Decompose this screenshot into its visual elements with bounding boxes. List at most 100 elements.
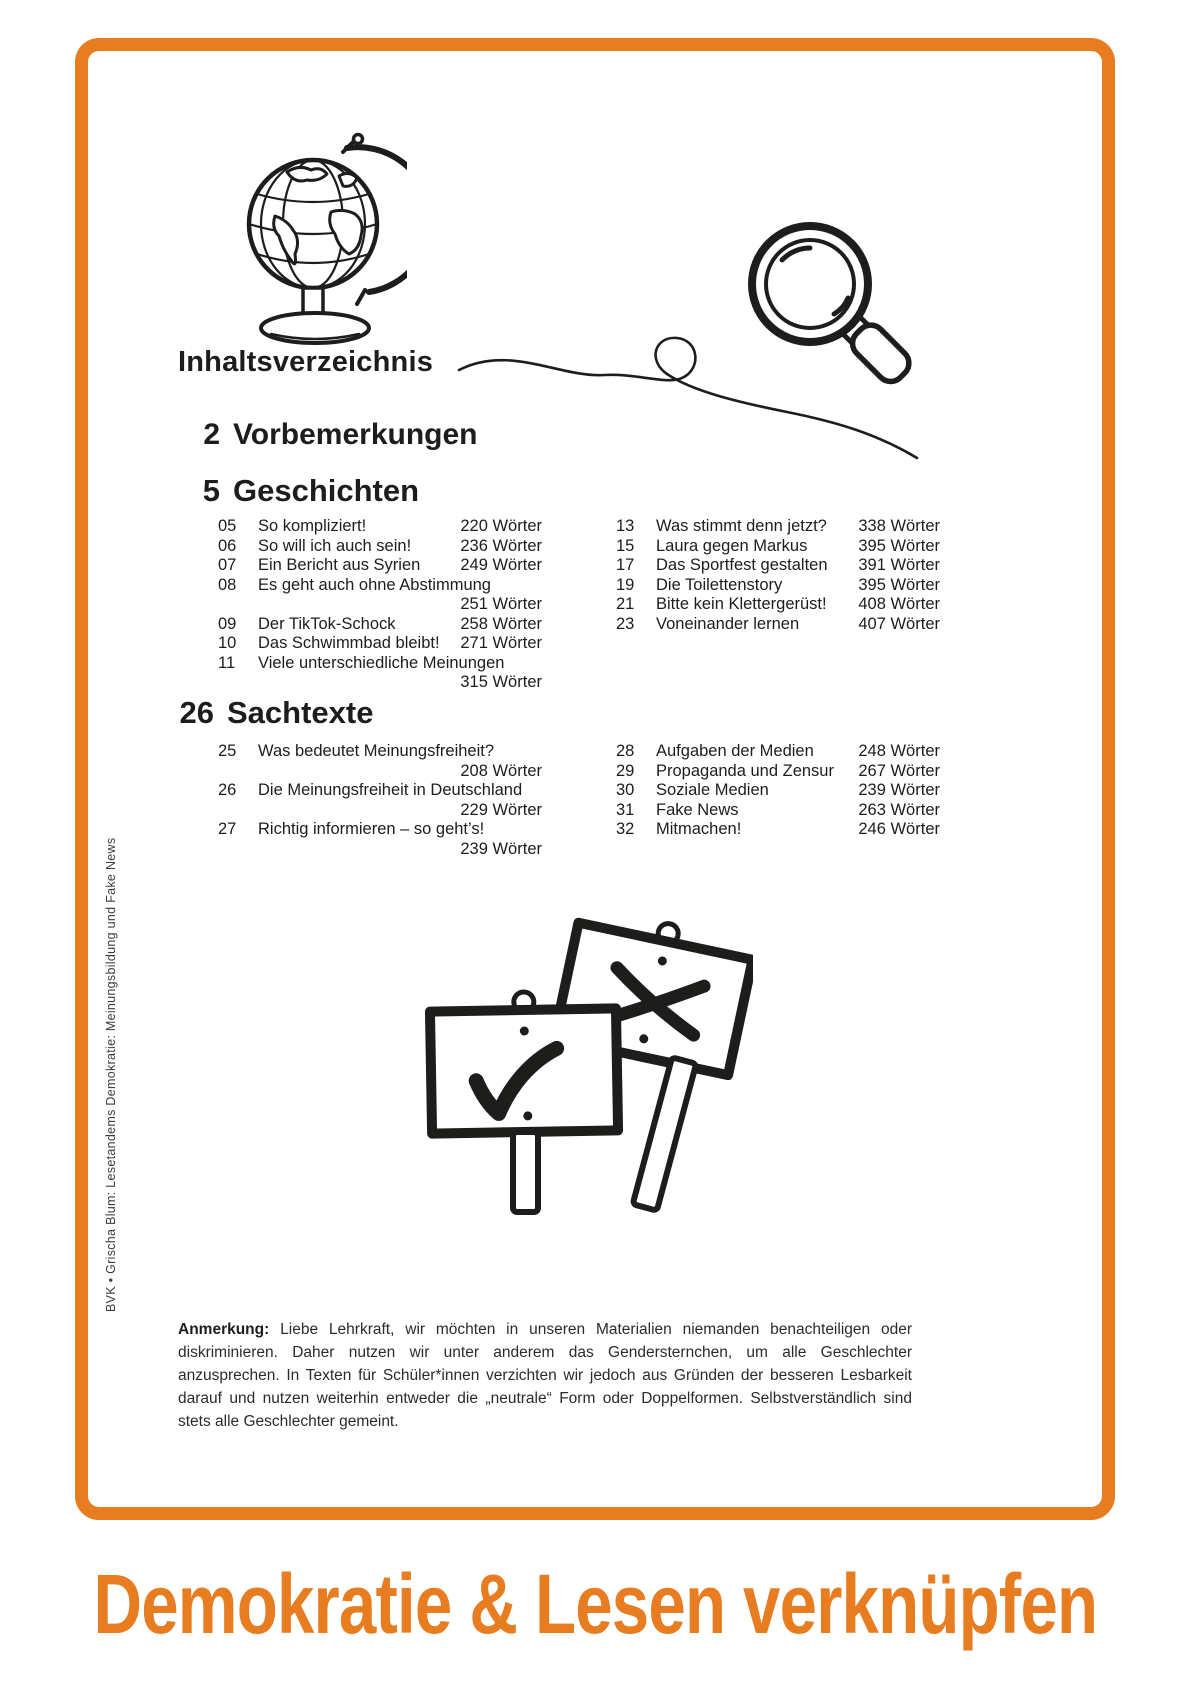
toc-entry: 19 Die Toilettenstory 395 Wörter [616, 576, 940, 596]
entry-number: 05 [218, 517, 237, 535]
entry-title: Es geht auch ohne Abstimmung [258, 575, 491, 594]
entry-wordcount: 271 Wörter [460, 634, 542, 652]
entry-title: Was bedeutet Meinungsfreiheit? [258, 742, 495, 760]
entry-number: 25 [218, 742, 237, 760]
toc-entry: 28 Aufgaben der Medien 248 Wörter [616, 742, 940, 762]
note-paragraph: Anmerkung: Liebe Lehrkraft, wir möchten … [178, 1318, 912, 1433]
toc-entry: 05 So kompliziert! 220 Wörter [218, 517, 542, 537]
entry-title: So will ich auch sein! [258, 536, 412, 555]
page-title: Inhaltsverzeichnis [178, 346, 434, 378]
entry-title: So kompliziert! [258, 517, 367, 535]
geschichten-left-column: 05 So kompliziert! 220 Wörter 06 So will… [218, 517, 542, 693]
toc-entry: 07 Ein Bericht aus Syrien 249 Wörter [218, 556, 542, 576]
entry-title: Soziale Medien [656, 781, 769, 799]
section-vorbemerkungen: 2 Vorbemerkungen [178, 418, 478, 452]
toc-entry: 11 Viele unterschiedliche Meinungen 315 … [218, 654, 542, 693]
entry-wordcount: 395 Wörter [858, 536, 940, 555]
sachtexte-list: 25 Was bedeutet Meinungsfreiheit? 208 Wö… [218, 742, 940, 859]
entry-wordcount: 338 Wörter [858, 517, 940, 535]
sachtexte-right-column: 28 Aufgaben der Medien 248 Wörter 29 Pro… [616, 742, 940, 859]
entry-wordcount: 236 Wörter [460, 536, 542, 555]
toc-entry: 17 Das Sportfest gestalten 391 Wörter [616, 556, 940, 576]
entry-wordcount: 246 Wörter [858, 820, 940, 838]
entry-number: 19 [616, 575, 635, 594]
entry-title: Viele unterschiedliche Meinungen [258, 653, 505, 672]
entry-title: Aufgaben der Medien [656, 742, 814, 760]
magnifying-glass-icon [748, 222, 912, 385]
entry-number: 09 [218, 614, 237, 633]
note-text: Liebe Lehrkraft, wir möchten in unseren … [178, 1321, 912, 1430]
toc-entry: 23 Voneinander lernen 407 Wörter [616, 615, 940, 635]
note-label: Anmerkung: [178, 1321, 270, 1338]
entry-number: 15 [616, 536, 635, 555]
toc-entry: 21 Bitte kein Klettergerüst! 408 Wörter [616, 595, 940, 615]
section-geschichten: 5 Geschichten [178, 473, 419, 509]
entry-title: Laura gegen Markus [656, 536, 808, 555]
toc-entry: 25 Was bedeutet Meinungsfreiheit? 208 Wö… [218, 742, 542, 781]
section-title: Geschichten [233, 473, 420, 508]
entry-number: 28 [616, 742, 635, 760]
toc-entry: 27 Richtig informieren – so geht’s! 239 … [218, 820, 542, 859]
toc-entry: 10 Das Schwimmbad bleibt! 271 Wörter [218, 634, 542, 654]
entry-title: Das Sportfest gestalten [656, 556, 828, 574]
geschichten-right-column: 13 Was stimmt denn jetzt? 338 Wörter 15 … [616, 517, 940, 693]
globe-icon [246, 132, 407, 345]
toc-entry: 32 Mitmachen! 246 Wörter [616, 820, 940, 840]
section-title: Sachtexte [227, 695, 374, 730]
side-credit-label: BVK • Grischa Blum: Lesetandems Demokrat… [104, 837, 118, 1312]
entry-wordcount: 408 Wörter [858, 595, 940, 613]
section-page-number: 2 [203, 418, 220, 451]
entry-number: 26 [218, 781, 237, 799]
entry-wordcount: 208 Wörter [460, 761, 542, 780]
entry-number: 07 [218, 556, 237, 574]
section-page-number: 26 [179, 695, 214, 730]
entry-number: 31 [616, 800, 635, 819]
squiggle-line-icon [457, 336, 919, 460]
entry-title: Fake News [656, 800, 739, 819]
entry-wordcount: 251 Wörter [460, 595, 542, 613]
entry-wordcount: 258 Wörter [460, 614, 542, 633]
entry-wordcount: 267 Wörter [858, 761, 940, 780]
toc-entry: 26 Die Meinungsfreiheit in Deutschland 2… [218, 781, 542, 820]
toc-entry: 31 Fake News 263 Wörter [616, 801, 940, 821]
entry-wordcount: 263 Wörter [858, 800, 940, 819]
section-sachtexte: 26 Sachtexte [172, 695, 374, 731]
entry-number: 08 [218, 575, 237, 594]
entry-wordcount: 248 Wörter [858, 742, 940, 760]
entry-wordcount: 239 Wörter [460, 839, 542, 858]
entry-title: Was stimmt denn jetzt? [656, 517, 827, 535]
entry-title: Propaganda und Zensur [656, 761, 834, 780]
entry-number: 23 [616, 614, 635, 633]
entry-wordcount: 315 Wörter [460, 673, 542, 691]
toc-entry: 29 Propaganda und Zensur 267 Wörter [616, 762, 940, 782]
toc-entry: 13 Was stimmt denn jetzt? 338 Wörter [616, 517, 940, 537]
entry-number: 13 [616, 517, 635, 535]
entry-title: Ein Bericht aus Syrien [258, 556, 421, 574]
entry-number: 32 [616, 820, 635, 838]
section-page-number: 5 [202, 473, 220, 508]
toc-entry: 09 Der TikTok-Schock 258 Wörter [218, 615, 542, 635]
entry-title: Die Meinungsfreiheit in Deutschland [258, 781, 523, 799]
entry-wordcount: 220 Wörter [460, 517, 542, 535]
entry-number: 10 [218, 634, 237, 652]
toc-entry: 06 So will ich auch sein! 236 Wörter [218, 537, 542, 557]
entry-title: Das Schwimmbad bleibt! [258, 634, 440, 652]
toc-entry: 15 Laura gegen Markus 395 Wörter [616, 537, 940, 557]
sachtexte-left-column: 25 Was bedeutet Meinungsfreiheit? 208 Wö… [218, 742, 542, 859]
entry-wordcount: 407 Wörter [858, 614, 940, 633]
entry-number: 11 [218, 653, 236, 672]
entry-title: Mitmachen! [656, 820, 742, 838]
entry-wordcount: 229 Wörter [460, 800, 542, 819]
entry-wordcount: 239 Wörter [858, 781, 940, 799]
entry-number: 27 [218, 820, 237, 838]
entry-title: Die Toilettenstory [656, 575, 783, 594]
entry-number: 21 [616, 595, 635, 613]
entry-number: 30 [616, 781, 635, 799]
entry-number: 29 [616, 761, 635, 780]
bottom-banner: Demokratie & Lesen verknüpfen [0, 1556, 1190, 1653]
entry-wordcount: 391 Wörter [858, 556, 940, 574]
entry-wordcount: 249 Wörter [460, 556, 542, 574]
section-title: Vorbemerkungen [233, 418, 478, 451]
banner-text: Demokratie & Lesen verknüpfen [93, 1557, 1098, 1651]
